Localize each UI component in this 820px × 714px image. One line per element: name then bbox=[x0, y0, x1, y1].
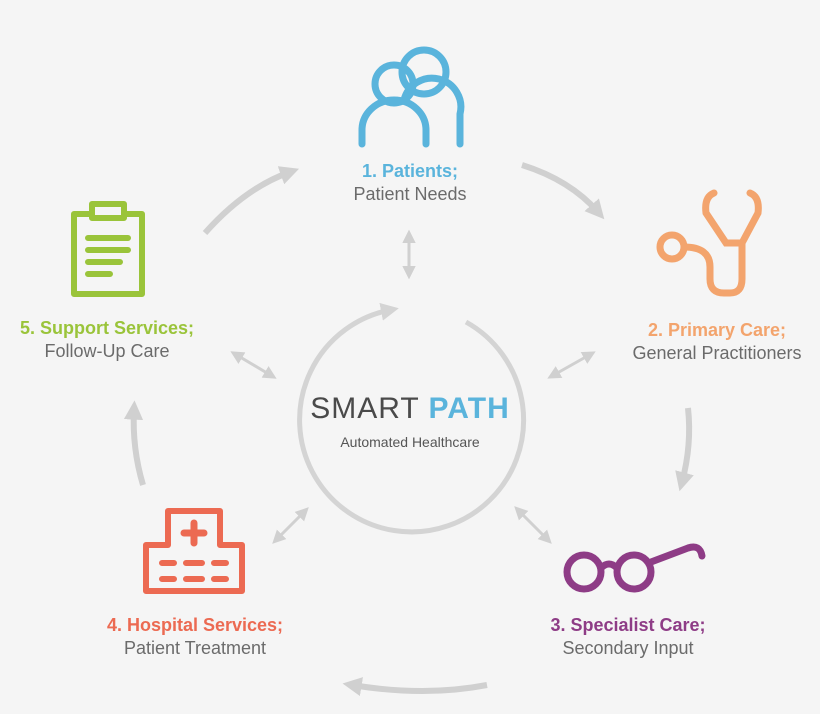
arrow-primary-to-specialist bbox=[675, 407, 694, 492]
arrow-support-to-patients bbox=[202, 166, 300, 235]
center-ring bbox=[297, 302, 527, 535]
clipboard-icon bbox=[71, 201, 145, 297]
node-subtitle: Secondary Input bbox=[562, 637, 694, 658]
node-subtitle: General Practitioners bbox=[632, 342, 802, 363]
arrow-patients-to-primary bbox=[521, 162, 605, 220]
node-title: 2. Primary Care; bbox=[647, 320, 787, 340]
connector-center-hospital bbox=[272, 507, 309, 544]
node-title: 5. Support Services; bbox=[19, 318, 195, 338]
node-subtitle: Follow-Up Care bbox=[44, 340, 170, 361]
smart-path-logo: SMART PATH Automated Healthcare bbox=[300, 392, 520, 450]
logo-smart: SMART bbox=[310, 392, 420, 425]
node-specialist-care: 3. Specialist Care; Secondary Input bbox=[518, 614, 738, 659]
node-subtitle: Patient Treatment bbox=[123, 637, 267, 658]
connector-center-primary bbox=[547, 351, 596, 379]
people-icon bbox=[358, 46, 465, 148]
node-support-services: 5. Support Services; Follow-Up Care bbox=[0, 317, 214, 362]
node-patients: 1. Patients; Patient Needs bbox=[310, 160, 510, 205]
node-title: 1. Patients; bbox=[361, 161, 459, 181]
arrow-specialist-to-hospital bbox=[342, 677, 488, 697]
node-primary-care: 2. Primary Care; General Practitioners bbox=[612, 319, 820, 364]
stethoscope-icon bbox=[656, 189, 762, 297]
connector-center-specialist bbox=[514, 506, 552, 544]
logo-tagline: Automated Healthcare bbox=[340, 434, 480, 450]
logo-path: PATH bbox=[428, 392, 510, 425]
glasses-icon bbox=[563, 543, 706, 593]
connector-center-support bbox=[230, 351, 277, 379]
hospital-icon bbox=[143, 508, 245, 594]
node-hospital-services: 4. Hospital Services; Patient Treatment bbox=[80, 614, 310, 659]
arrow-hospital-to-support bbox=[123, 400, 146, 486]
node-title: 4. Hospital Services; bbox=[106, 615, 284, 635]
node-title: 3. Specialist Care; bbox=[550, 615, 706, 635]
node-subtitle: Patient Needs bbox=[353, 183, 467, 204]
